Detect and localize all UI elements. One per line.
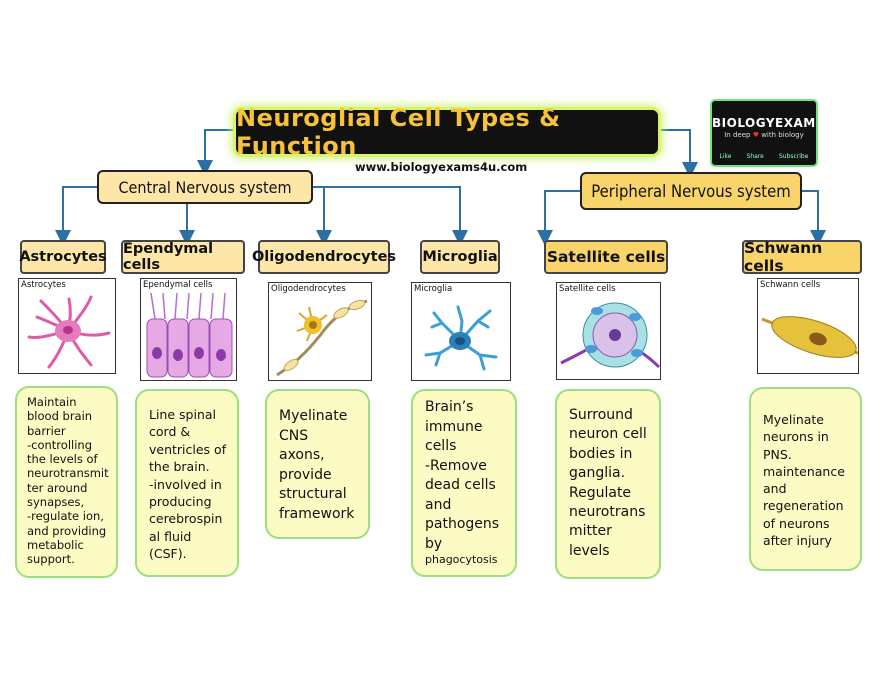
oligodendrocyte-illustration — [276, 299, 368, 377]
function-text-astrocytes: Maintain blood brain barrier -controllin… — [27, 395, 109, 567]
function-box-microglia: Brain’s immune cells -Remove dead cells … — [411, 389, 517, 577]
label-astrocytes: Astrocytes — [19, 240, 107, 274]
heart-icon: ♥ — [752, 131, 759, 139]
function-text-ependymal: Line spinal cord & ventricles of the bra… — [149, 407, 227, 562]
channel-logo: BIOLOGYEXAMS4U In deep ♥ with biology Li… — [712, 101, 816, 165]
logo-tagline-end: with biology — [761, 131, 804, 139]
caption-schwann: Schwann cells — [760, 280, 821, 290]
label-microglia: Microglia — [420, 240, 500, 274]
ependymal-illustration — [146, 292, 233, 378]
image-satellite: Satellite cells — [556, 282, 661, 380]
image-ependymal: Ependymal cells — [140, 278, 237, 381]
logo-links: Like Share Subscribe — [712, 153, 816, 160]
caption-microglia: Microglia — [414, 284, 453, 294]
logo-link-share: Share — [746, 153, 764, 160]
caption-astrocytes: Astrocytes — [21, 280, 66, 290]
microglia-illustration — [424, 305, 498, 371]
astrocyte-illustration — [27, 295, 111, 369]
caption-ependymal: Ependymal cells — [143, 280, 213, 290]
function-text-microglia-extra: phagocytosis — [425, 553, 498, 566]
logo-link-like: Like — [719, 153, 732, 160]
function-box-ependymal: Line spinal cord & ventricles of the bra… — [135, 389, 239, 577]
schwann-illustration — [761, 316, 859, 358]
pns-group-label: Peripheral Nervous system — [580, 172, 802, 210]
satellite-illustration — [560, 302, 661, 369]
logo-tagline-start: In deep — [724, 131, 751, 139]
page-title: Neuroglial Cell Types & Function — [236, 104, 561, 160]
cns-group-label: Central Nervous system — [97, 170, 313, 204]
function-text-microglia: Brain’s immune cells -Remove dead cells … — [425, 399, 500, 552]
function-text-oligodendrocytes: Myelinate CNS axons, provide structural … — [279, 408, 355, 522]
function-box-oligodendrocytes: Myelinate CNS axons, provide structural … — [265, 389, 370, 539]
image-astrocyte: Astrocytes — [18, 278, 116, 374]
function-box-schwann: Myelinate neurons in PNS. maintenance an… — [749, 387, 862, 571]
label-satellite: Satellite cells — [544, 240, 668, 274]
label-ependymal: Ependymal cells — [121, 240, 245, 274]
function-box-satellite: Surround neuron cell bodies in ganglia. … — [555, 389, 661, 579]
function-text-satellite: Surround neuron cell bodies in ganglia. … — [569, 407, 647, 559]
logo-tagline: In deep ♥ with biology — [712, 131, 816, 139]
title-banner: Neuroglial Cell Types & Function — [236, 104, 658, 160]
logo-name: BIOLOGYEXAMS4U — [712, 116, 816, 130]
image-oligodendrocyte: Oligodendrocytes — [268, 282, 372, 381]
image-schwann: Schwann cells — [757, 278, 859, 374]
label-schwann: Schwann cells — [742, 239, 862, 275]
function-box-astrocytes: Maintain blood brain barrier -controllin… — [15, 386, 118, 578]
logo-link-subscribe: Subscribe — [778, 153, 809, 160]
caption-oligodendrocytes: Oligodendrocytes — [271, 284, 346, 294]
function-text-schwann: Myelinate neurons in PNS. maintenance an… — [763, 412, 845, 549]
image-microglia: Microglia — [411, 282, 511, 381]
caption-satellite: Satellite cells — [559, 284, 616, 294]
label-oligodendrocytes: Oligodendrocytes — [252, 240, 396, 274]
website-url: www.biologyexams4u.com — [355, 160, 528, 174]
